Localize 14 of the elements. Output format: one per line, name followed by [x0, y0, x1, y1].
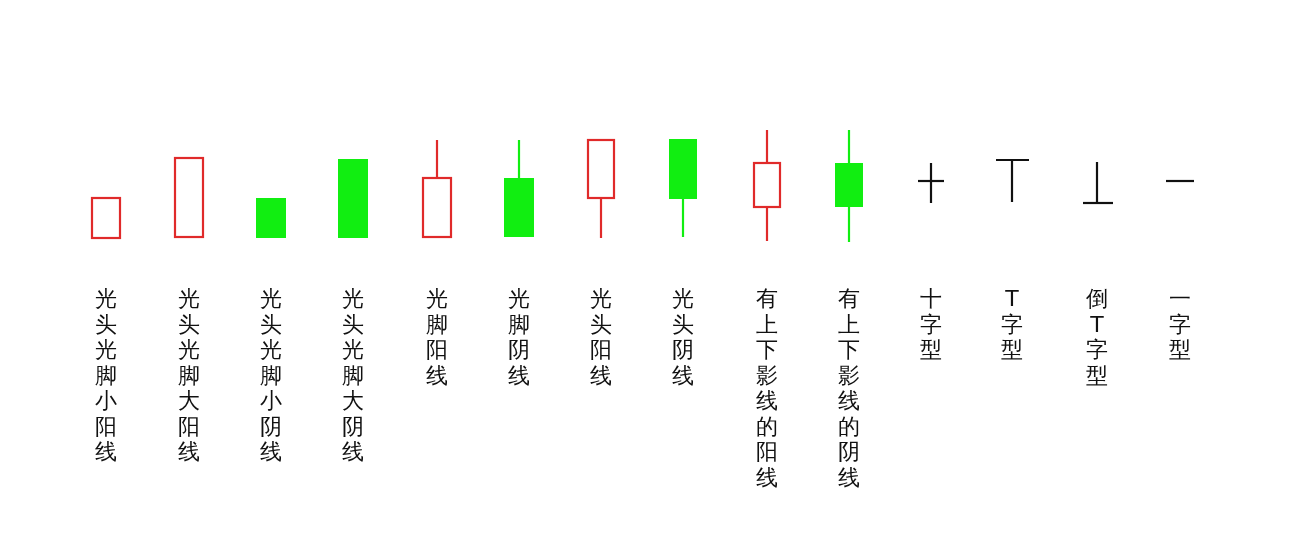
candlestick-label: 十字型: [919, 286, 943, 363]
candlestick-label: 光头光脚小阳线: [94, 286, 118, 465]
candlestick-label: 光脚阳线: [425, 286, 449, 388]
candlestick-label: 光头阳线: [589, 286, 613, 388]
candlestick-label: 光头光脚大阳线: [177, 286, 201, 465]
candlestick-label: 光脚阴线: [507, 286, 531, 388]
candlestick-label: 有上下影线的阴线: [837, 286, 861, 490]
candlestick-label: 倒T字型: [1085, 286, 1109, 388]
candlestick-label: 光头阴线: [671, 286, 695, 388]
candlestick-label: 有上下影线的阳线: [755, 286, 779, 490]
candlestick-label: 光头光脚大阴线: [341, 286, 365, 465]
candlestick-label: 一字型: [1168, 286, 1192, 363]
candlestick-label: 光头光脚小阴线: [259, 286, 283, 465]
candlestick-label: T字型: [1000, 286, 1024, 363]
